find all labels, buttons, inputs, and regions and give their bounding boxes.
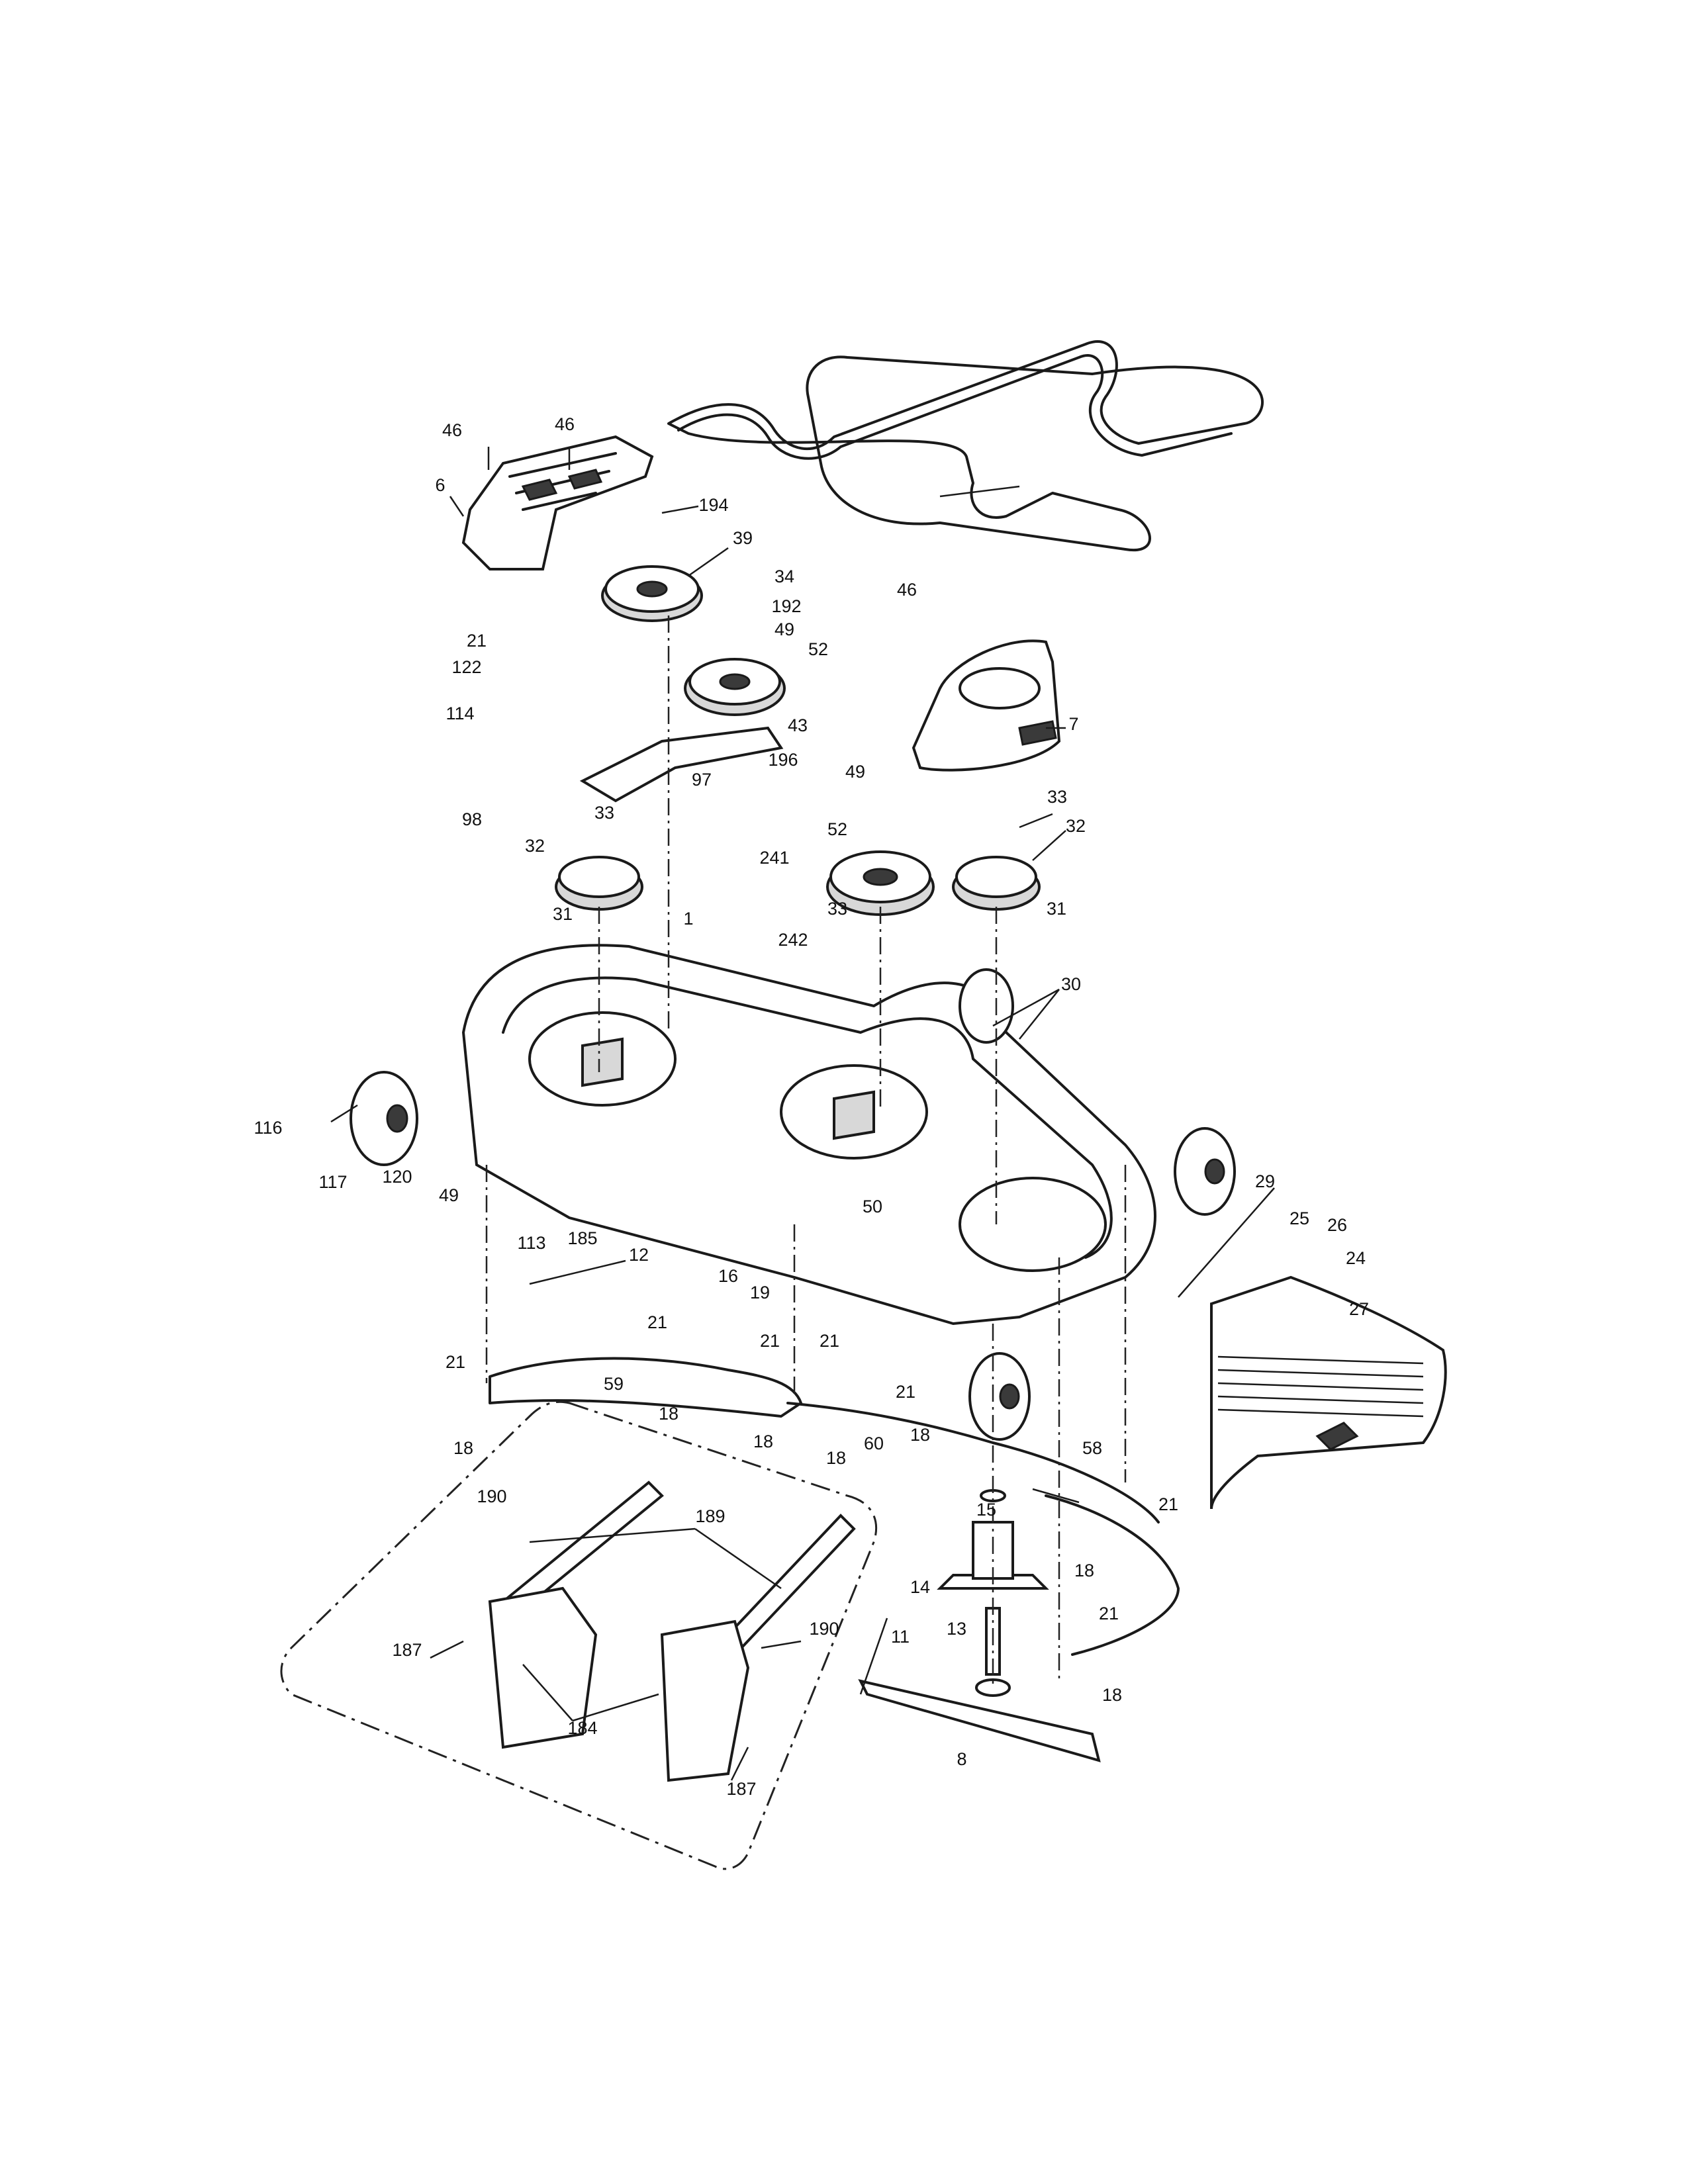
callout-label: 18 <box>1074 1561 1094 1580</box>
callout-label: 117 <box>318 1172 347 1192</box>
callout-label: 21 <box>467 631 487 651</box>
callout-label: 242 <box>778 930 808 950</box>
assembly-lines <box>485 615 1127 1688</box>
callout-label: 59 <box>604 1374 624 1394</box>
callout-label: 122 <box>451 657 481 677</box>
callout-leaders <box>330 447 1275 1781</box>
callout-label: 187 <box>392 1640 422 1660</box>
callout-label: 113 <box>517 1233 545 1253</box>
callout-label: 21 <box>1099 1604 1119 1623</box>
callout-label: 196 <box>768 750 798 770</box>
callout-label: 120 <box>382 1167 412 1187</box>
callout-label: 185 <box>567 1228 597 1248</box>
callout-label: 116 <box>254 1118 282 1138</box>
callout-label: 15 <box>976 1500 996 1520</box>
callout-label: 49 <box>845 762 865 782</box>
callout-label: 8 <box>957 1749 966 1769</box>
pulleys-center-right <box>555 850 1041 916</box>
callout-label: 18 <box>826 1448 846 1468</box>
callout-label: 21 <box>896 1382 915 1402</box>
callout-label: 34 <box>774 567 794 586</box>
baffles <box>489 1357 1180 1656</box>
belt-cover-right <box>912 639 1061 772</box>
callout-label: 26 <box>1327 1215 1347 1235</box>
callout-label: 46 <box>897 580 917 600</box>
callout-label: 13 <box>947 1619 966 1639</box>
callout-label: 25 <box>1289 1208 1309 1228</box>
bracket-assembly-group <box>280 1400 878 1870</box>
callout-label: 49 <box>439 1185 459 1205</box>
callout-label: 30 <box>1061 974 1081 994</box>
callout-label: 190 <box>809 1619 839 1639</box>
callout-label: 39 <box>733 528 753 548</box>
callout-label: 187 <box>726 1779 756 1799</box>
callout-label: 27 <box>1349 1299 1369 1319</box>
callout-label: 32 <box>1066 816 1086 836</box>
callout-label: 6 <box>435 475 445 495</box>
callout-label: 1 <box>683 909 693 929</box>
callout-label: 190 <box>477 1486 506 1506</box>
callout-label: 49 <box>774 619 794 639</box>
callout-label: 97 <box>692 770 712 790</box>
callout-label: 52 <box>827 819 847 839</box>
callout-label: 31 <box>553 904 573 924</box>
drive-belt <box>667 340 1264 552</box>
callout-label: 194 <box>698 495 728 515</box>
callout-label: 16 <box>718 1266 738 1286</box>
callout-label: 50 <box>863 1197 882 1216</box>
callout-label: 21 <box>445 1352 465 1372</box>
callout-label: 98 <box>462 809 482 829</box>
callout-label: 19 <box>750 1283 770 1302</box>
callout-label: 24 <box>1346 1248 1366 1268</box>
callout-labels: 46 46 6 194 39 34 192 49 52 43 196 21 12… <box>254 414 1369 1799</box>
callout-label: 21 <box>1158 1494 1178 1514</box>
belt-cover-left <box>461 435 654 570</box>
callout-label: 12 <box>629 1245 649 1265</box>
callout-label: 14 <box>910 1577 930 1597</box>
discharge-chute <box>1210 1275 1447 1510</box>
callout-label: 33 <box>594 803 614 823</box>
callout-label: 58 <box>1082 1438 1102 1458</box>
callout-label: 60 <box>864 1433 884 1453</box>
callout-label: 241 <box>759 848 789 868</box>
callout-label: 46 <box>555 414 575 434</box>
callout-label: 184 <box>567 1718 597 1738</box>
callout-label: 18 <box>453 1438 473 1458</box>
callout-label: 32 <box>525 836 545 856</box>
callout-label: 33 <box>1047 787 1067 807</box>
callout-label: 31 <box>1047 899 1066 919</box>
mower-blade <box>858 1679 1101 1762</box>
callout-label: 46 <box>442 420 462 440</box>
callout-label: 18 <box>753 1432 773 1451</box>
callout-label: 43 <box>788 715 808 735</box>
callout-label: 114 <box>445 704 474 723</box>
callout-label: 18 <box>659 1404 679 1424</box>
callout-label: 11 <box>891 1627 910 1647</box>
callout-label: 21 <box>760 1331 780 1351</box>
callout-label: 21 <box>820 1331 839 1351</box>
callout-label: 189 <box>695 1506 725 1526</box>
callout-label: 21 <box>647 1312 667 1332</box>
callout-label: 29 <box>1255 1171 1275 1191</box>
callout-label: 7 <box>1068 714 1078 734</box>
gauge-wheels <box>350 968 1236 1441</box>
callout-label: 33 <box>827 899 847 919</box>
callout-label: 18 <box>1102 1685 1122 1705</box>
callout-label: 52 <box>808 639 828 659</box>
pulley-stack-left <box>579 565 786 803</box>
callout-label: 18 <box>910 1425 930 1445</box>
mower-deck-housing <box>461 944 1156 1326</box>
callout-label: 192 <box>771 596 801 616</box>
